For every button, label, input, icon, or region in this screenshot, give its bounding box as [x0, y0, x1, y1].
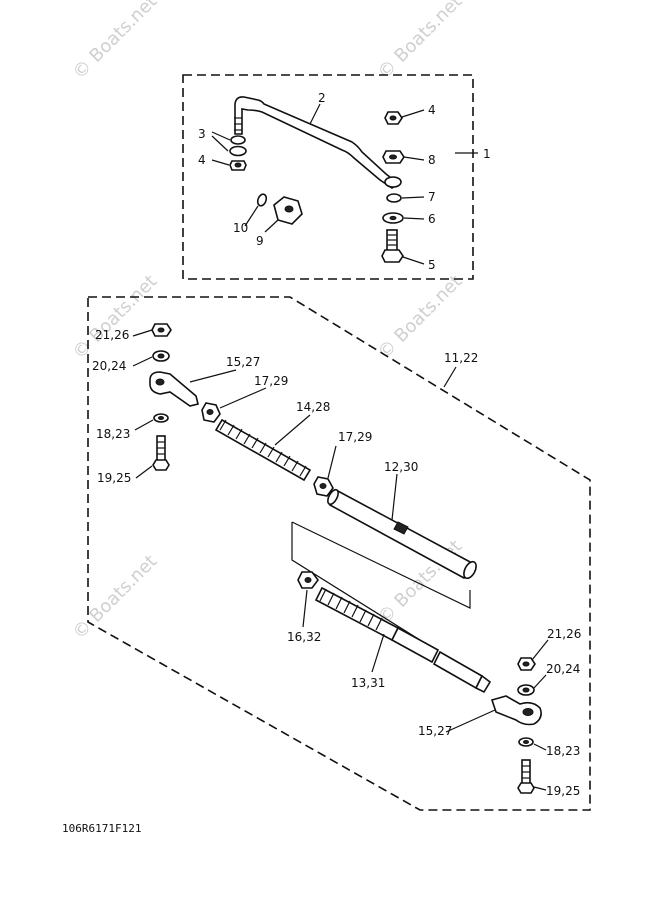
assembly-guide-line	[291, 522, 421, 641]
collar-part-9	[273, 196, 303, 225]
washer-part-20-24-right	[517, 684, 535, 696]
callout-label: 14,28	[296, 400, 330, 414]
callout-label: 8	[428, 153, 436, 167]
callout-label: 17,29	[338, 430, 372, 444]
nut-part-16-32	[297, 571, 319, 589]
watermark-text: © Boats.net	[69, 271, 161, 363]
callout-label: 5	[428, 258, 436, 272]
washer-part-20-24-left	[152, 350, 170, 362]
callout-label: 4	[428, 103, 436, 117]
callout-label: 21,26	[95, 328, 129, 342]
callout-label: 17,29	[254, 374, 288, 388]
callout-label: 10	[233, 221, 248, 235]
callout-label: 18,23	[96, 427, 130, 441]
callout-label: 15,27	[418, 724, 452, 738]
callout-label: 20,24	[92, 359, 126, 373]
washer-part-18-23-left	[153, 413, 169, 423]
nut-part-8	[382, 150, 405, 164]
nut-part-17-29-upper	[201, 402, 221, 423]
watermark-text: © Boats.net	[69, 551, 161, 643]
callout-label: 4	[198, 153, 206, 167]
watermark-text: © Boats.net	[374, 271, 466, 363]
callout-label: 3	[198, 127, 206, 141]
callout-label: 18,23	[546, 744, 580, 758]
callout-label: 15,27	[226, 355, 260, 369]
callout-label: 12,30	[384, 460, 418, 474]
callout-label: 11,22	[444, 351, 478, 365]
nut-part-21-26-right	[517, 657, 536, 671]
drawing-code: 106R6171F121	[62, 822, 141, 835]
washer-part-18-23-right	[518, 737, 534, 747]
bolt-part-5	[381, 229, 404, 263]
callout-label: 7	[428, 190, 436, 204]
assembly-guide-line	[291, 521, 471, 609]
bolt-part-19-25-left	[152, 435, 170, 471]
lower-assembly-box	[87, 296, 591, 811]
callout-label: 13,31	[351, 676, 385, 690]
washer-part-7	[386, 193, 402, 203]
callout-label: 1	[483, 147, 491, 161]
watermark-text: © Boats.net	[374, 0, 466, 84]
callout-labels: 2 3 4 4 8 1 7 6 5 10 9 11,22 21,26 20,24…	[92, 91, 581, 798]
leader-lines	[132, 103, 549, 791]
callout-label: 19,25	[97, 471, 131, 485]
upper-assembly-box	[182, 74, 474, 280]
threaded-rod-part-14-28	[214, 418, 312, 482]
washer-part-6	[382, 212, 404, 224]
o-ring-part-10	[256, 193, 268, 207]
washer-part-3	[230, 135, 246, 145]
callout-label: 19,25	[546, 784, 580, 798]
threaded-rod-part-13-31	[314, 586, 492, 694]
callout-label: 6	[428, 212, 436, 226]
callout-label: 16,32	[287, 630, 321, 644]
nut-part-4-right	[384, 111, 403, 125]
callout-label: 2	[318, 91, 326, 105]
watermark-text: © Boats.net	[69, 0, 161, 84]
nut-part-21-26-left	[151, 323, 172, 337]
callout-label: 9	[256, 234, 264, 248]
nut-part-17-29-lower	[313, 476, 334, 497]
steering-arm	[234, 96, 402, 189]
callout-label: 21,26	[547, 627, 581, 641]
callout-label: 20,24	[546, 662, 580, 676]
rod-end-part-15-27-right	[490, 695, 542, 726]
tube-part-12-30	[327, 488, 477, 580]
rod-end-part-15-27-left	[149, 371, 199, 407]
nut-part-4-left	[229, 160, 247, 171]
bolt-part-19-25-right	[517, 759, 535, 794]
washer-part-3	[229, 145, 247, 157]
